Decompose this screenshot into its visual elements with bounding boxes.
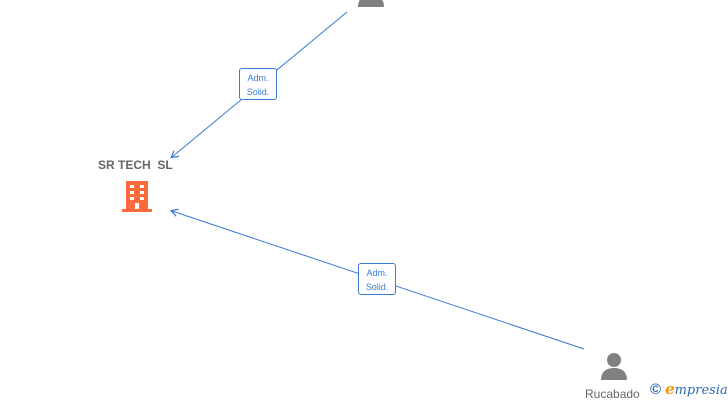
role-line2: Solid. — [246, 87, 270, 97]
role-line1: Adm. — [366, 268, 388, 278]
role-line2: Solid. — [365, 282, 389, 292]
role-badge: Adm. Solid. — [239, 68, 277, 100]
building-icon[interactable] — [121, 179, 153, 215]
brand-footer: © empresia — [650, 380, 728, 398]
company-label[interactable]: SR TECH SL — [98, 158, 173, 172]
person-icon[interactable] — [355, 0, 387, 8]
brand-logo: empresia — [665, 380, 728, 398]
brand-name: mpresia — [674, 383, 728, 398]
role-badge: Adm. Solid. — [358, 263, 396, 295]
person-icon[interactable] — [598, 351, 630, 381]
role-line1: Adm. — [247, 73, 269, 83]
person-label[interactable]: Rucabado — [585, 387, 640, 400]
brand-initial: e — [665, 380, 675, 398]
copyright-icon: © — [650, 380, 662, 398]
